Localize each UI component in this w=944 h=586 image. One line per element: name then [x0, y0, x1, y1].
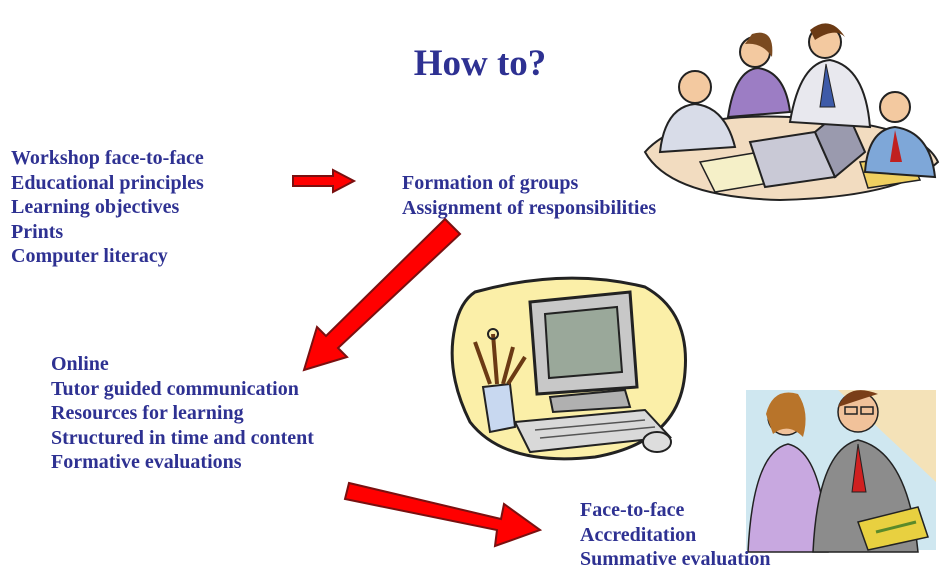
list-item: Formation of groups	[402, 172, 579, 194]
list-item: Tutor guided communication	[51, 377, 299, 400]
list-item: Workshop face-to-face	[11, 147, 204, 169]
list-item: Summative evaluation	[580, 548, 771, 570]
computer-clipart-icon	[450, 276, 687, 461]
arrow-right-1	[292, 168, 357, 194]
list-item: Online	[51, 353, 109, 375]
couple-reviewing-document-clipart-icon	[746, 390, 936, 553]
list-item: Prints	[11, 220, 64, 243]
list-item: Computer literacy	[11, 245, 168, 267]
list-item: Structured in time and content	[51, 426, 314, 449]
phase-preparation-list: Workshop face-to-face Educational princi…	[11, 146, 204, 269]
team-meeting-clipart-icon	[643, 23, 940, 202]
page-title: How to?	[413, 43, 547, 84]
list-item: Educational principles	[11, 171, 204, 194]
list-item: Formative evaluations	[51, 451, 242, 473]
list-item: Accreditation	[580, 523, 697, 546]
arrow-right-2	[343, 481, 543, 548]
arrow-diagonal-down	[302, 217, 462, 372]
list-item: Assignment of responsibilities	[402, 196, 657, 219]
phase-final-list: Face-to-face Accreditation Summative eva…	[580, 498, 771, 572]
phase-online-list: Online Tutor guided communication Resour…	[51, 352, 314, 475]
list-item: Learning objectives	[11, 196, 180, 218]
phase-groups-list: Formation of groups Assignment of respon…	[402, 171, 656, 220]
list-item: Resources for learning	[51, 402, 244, 424]
list-item: Face-to-face	[580, 499, 685, 521]
